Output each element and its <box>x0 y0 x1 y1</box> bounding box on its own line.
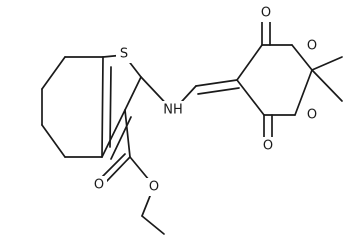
sulfur-label: S <box>120 47 128 62</box>
bond <box>294 69 313 116</box>
bond <box>291 44 313 71</box>
dioxane-carbonyl-oxygen-top-label: O <box>261 6 271 21</box>
bond <box>236 79 265 116</box>
bond <box>110 116 132 160</box>
ester-ether-oxygen-label: O <box>149 180 159 195</box>
bond <box>236 44 263 81</box>
bond <box>141 215 165 235</box>
thiophene-ring <box>101 54 142 160</box>
bond <box>41 56 66 90</box>
ester-carbonyl-oxygen-label: O <box>94 178 104 193</box>
cyclohexane-ring <box>41 56 104 158</box>
bond <box>124 76 142 111</box>
bond <box>311 69 343 102</box>
dioxane-ring-oxygen-bottom-label: O <box>307 108 317 123</box>
aminomethylidene-linker <box>140 76 240 112</box>
bond <box>101 56 104 158</box>
bond <box>311 56 343 71</box>
bond <box>103 156 131 185</box>
dioxane-carbonyl-oxygen-bottom-label: O <box>263 139 273 154</box>
bond <box>197 87 240 95</box>
bond <box>109 66 112 148</box>
bond <box>99 153 126 180</box>
dioxane-ring-oxygen-top-label: O <box>307 39 317 54</box>
bond <box>195 79 238 87</box>
amine-label: NH <box>163 103 183 118</box>
bond <box>101 109 126 158</box>
bond <box>124 109 131 158</box>
bond <box>41 124 66 158</box>
atom-labels: S NH O O O O O O <box>91 4 320 196</box>
dioxane-dione-ring <box>236 13 343 145</box>
